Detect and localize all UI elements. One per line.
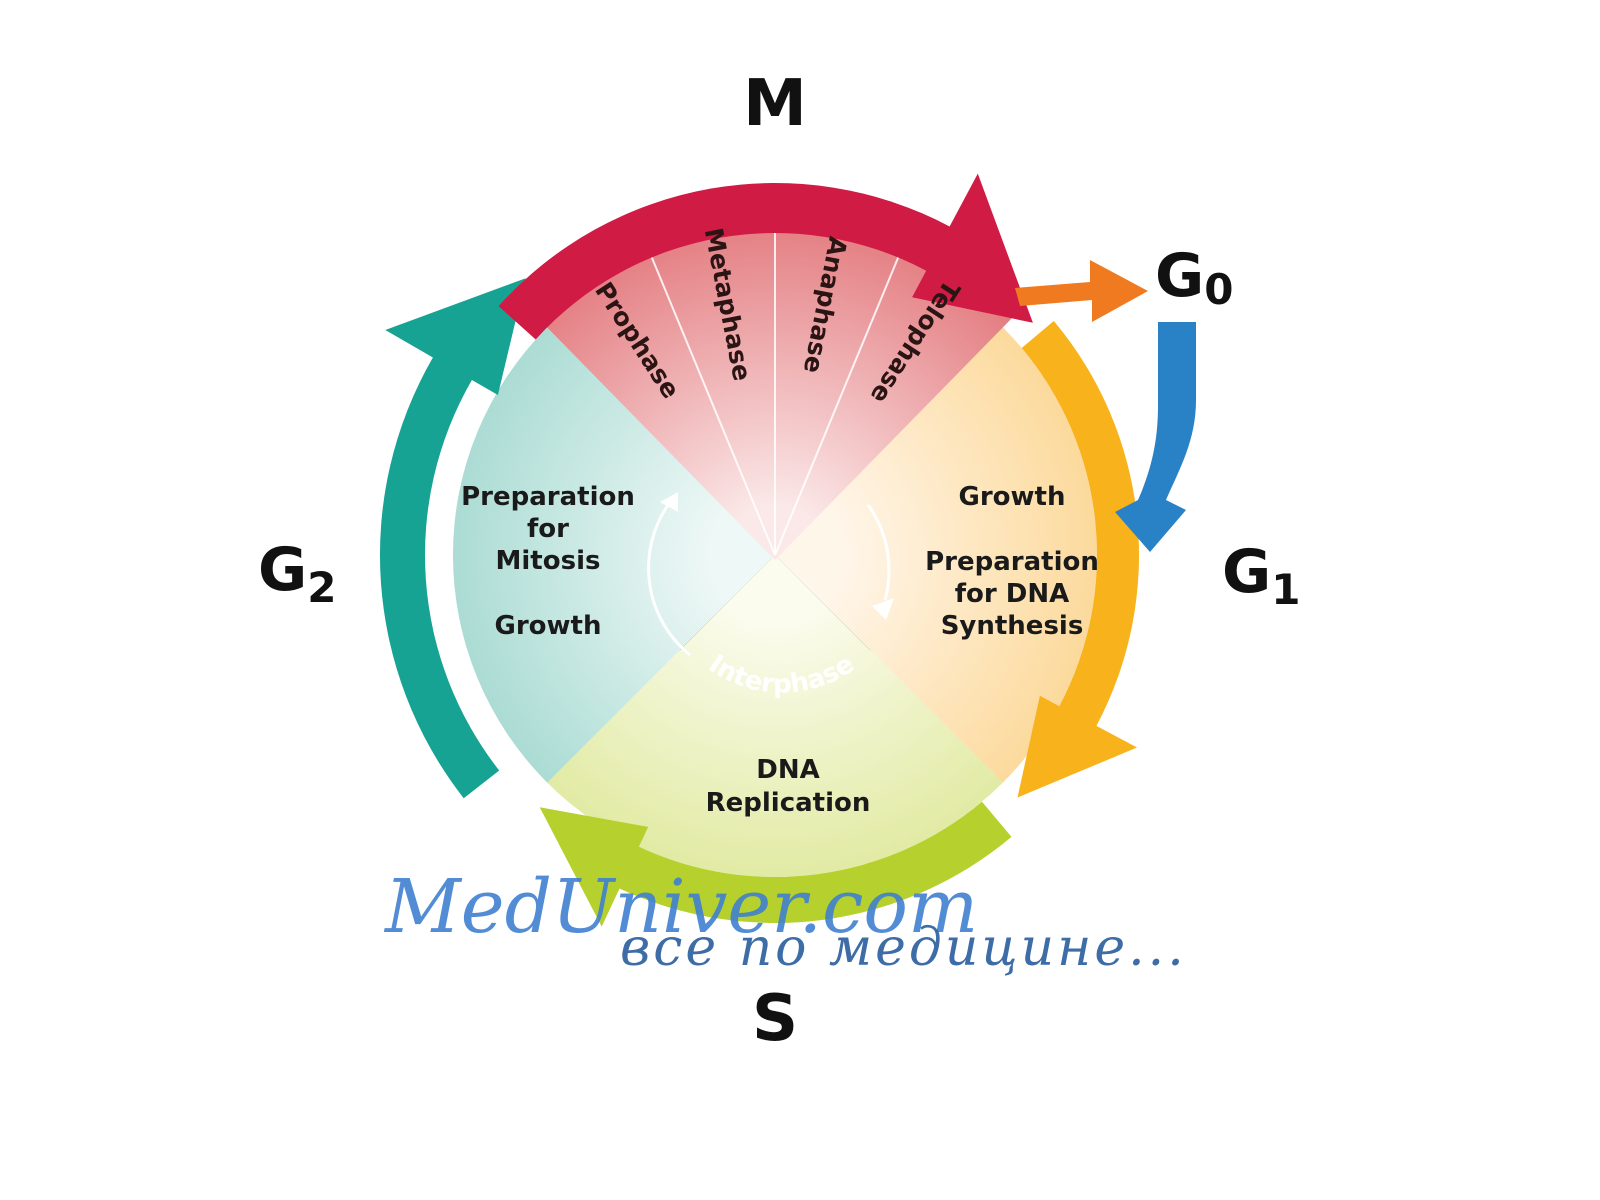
g2-sector-text: Preparation for Mitosis Growth [461, 482, 635, 641]
g1-sector [775, 327, 1098, 783]
g1-growth-text: Growth [959, 482, 1066, 512]
g2-growth-text: Growth [495, 611, 602, 641]
s-arrow [539, 801, 1012, 927]
g1-prep-text-2: for DNA [955, 579, 1070, 609]
g0-return-arrow [1115, 322, 1196, 552]
g0-sub: 0 [1204, 265, 1233, 314]
m-phase-label: M [743, 67, 807, 141]
g1-sub: 1 [1271, 565, 1300, 614]
watermark-tagline: все по медицине... [620, 918, 1187, 978]
g2-sector [452, 327, 775, 783]
g2-main: G [258, 535, 307, 605]
g2-prep-text-1: Preparation [461, 482, 635, 512]
g0-phase-label: G0 [1155, 241, 1233, 314]
g1-main: G [1222, 537, 1271, 607]
g1-prep-text-3: Synthesis [941, 611, 1084, 641]
interphase-cycle-arrows [647, 492, 894, 657]
g2-phase-label: G2 [258, 535, 336, 612]
g1-sector-text: Growth Preparation for DNA Synthesis [925, 482, 1099, 641]
s-sector [547, 555, 1003, 878]
g0-exit-arrow [1015, 260, 1148, 322]
mitosis-dividers [644, 217, 906, 556]
g2-arrow [379, 278, 526, 799]
s-dna-text: DNA [756, 755, 819, 785]
g1-phase-label: G1 [1222, 537, 1300, 614]
m-arrow [498, 173, 1033, 340]
g1-prep-text-1: Preparation [925, 547, 1099, 577]
s-sector-text: DNA Replication [706, 755, 871, 818]
g0-main: G [1155, 241, 1204, 311]
g2-sub: 2 [307, 563, 336, 612]
g1-arrow [1017, 321, 1140, 798]
s-replication-text: Replication [706, 788, 871, 818]
g2-prep-text-3: Mitosis [496, 546, 601, 576]
s-phase-label: S [752, 982, 798, 1056]
watermark-site: MedUniver.com [383, 864, 978, 950]
g2-prep-text-2: for [527, 514, 569, 544]
